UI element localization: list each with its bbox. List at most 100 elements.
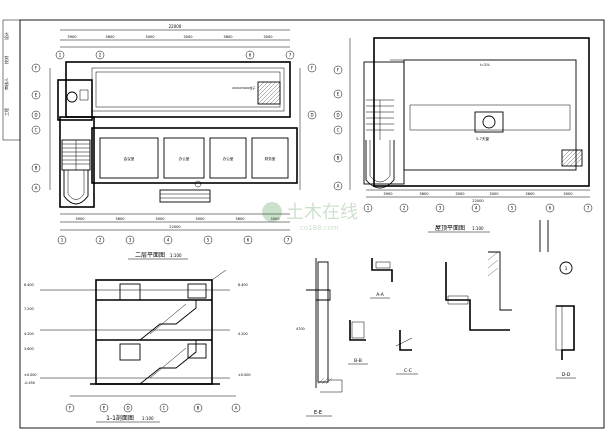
rp-dim: 3000	[455, 192, 465, 196]
sec-axis: D	[126, 406, 129, 411]
fp-rooms: 会议室 办公室 办公室 财务室	[99, 137, 289, 179]
title-strip	[2, 19, 21, 141]
watermark-main: 土木在线	[286, 202, 358, 223]
rp-total: 22000	[472, 199, 484, 203]
sec-axis: F	[69, 406, 72, 411]
fp-room-label: 财务室	[265, 156, 276, 161]
svg-text:D: D	[310, 113, 313, 118]
fp-bottom-dim: 3000	[195, 217, 205, 221]
sec-level: 8.400	[24, 283, 34, 287]
watermark-sub: co188.com	[300, 224, 339, 232]
sec-axis: C	[163, 406, 166, 411]
sec-level: 4.200	[24, 332, 34, 336]
svg-text:F: F	[311, 66, 314, 71]
fp-title: 二层平面图	[135, 252, 165, 259]
detail-aa: A-A	[370, 258, 393, 299]
fp-axis-left: A	[35, 186, 38, 191]
fp-top-dim: 3000	[183, 35, 193, 39]
fp-top-dim: 3000	[145, 35, 155, 39]
fp-bottom-dim: 3600	[235, 217, 245, 221]
fp-top-total: 22000	[169, 24, 182, 29]
side-label-4: 工程	[3, 108, 9, 116]
fp-axis-bottom: 1	[61, 238, 64, 243]
sec-axis: A	[235, 406, 238, 411]
fp-axis-left: B	[35, 166, 38, 171]
detail-cc: C-C	[395, 330, 418, 375]
side-label-3: 审核人	[3, 78, 9, 90]
fp-top-dim: 3000	[263, 35, 273, 39]
fp-stair	[61, 139, 91, 205]
bb-title: B-B	[354, 358, 362, 364]
details: 4700 E-E B-B A-A C-C	[296, 220, 576, 417]
sheet-border	[19, 19, 605, 429]
detail-dd: 1 D-D	[539, 220, 576, 379]
fp-axis-left: E	[35, 93, 38, 98]
rp-axis-left: E	[337, 92, 340, 97]
rp-dim: 3000	[489, 192, 499, 196]
fp-room-label: 办公室	[223, 156, 234, 161]
rp-axis-left: A	[337, 184, 340, 189]
fp-bottom-dim: 3000	[155, 217, 165, 221]
cc-title: C-C	[404, 368, 412, 374]
fp-top-dim: 3900	[67, 35, 77, 39]
sec-axis: B	[197, 406, 200, 411]
fp-note: 2000X3000柱子	[232, 85, 255, 90]
section-1-1: 8.400 7.200 4.200 3.600 ±0.000 -0.450 8.…	[24, 269, 251, 423]
rp-axis-bottom: 5	[511, 206, 514, 211]
rp-axis-bottom: 4	[475, 206, 478, 211]
rp-title: 屋顶平面图	[435, 225, 465, 232]
aa-title: A-A	[376, 292, 385, 298]
rp-axis-bottom: 7	[587, 206, 590, 211]
rp-axis-left: F	[337, 68, 340, 73]
side-labels: 设计 校对 审核人 工程	[3, 32, 9, 116]
fp-axis-left: D	[34, 113, 37, 118]
ee-title: E-E	[314, 410, 322, 416]
watermark: 土木在线 co188.com	[262, 202, 358, 232]
rp-scale: 1:100	[472, 226, 484, 231]
fp-bottom-dim: 3600	[115, 217, 125, 221]
fp-axis-bottom: 7	[287, 238, 290, 243]
sec-level: -0.450	[24, 381, 35, 385]
fp-axis-top: 2	[99, 53, 102, 58]
roof-plan: 5-7天窗 I=2% F E D C B A 3900 3600 300	[333, 37, 593, 233]
rp-dim: 3900	[383, 192, 393, 196]
rp-axis-left: B	[337, 156, 340, 161]
fp-bottom-dim: 3000	[270, 217, 280, 221]
detail-ee: 4700 E-E	[296, 258, 343, 417]
sec-level: ±0.000	[24, 373, 37, 377]
stair-hatch	[257, 81, 281, 105]
fp-axis-top: 7	[289, 53, 292, 58]
rp-dim: 3600	[419, 192, 429, 196]
rp-hatch	[561, 149, 583, 167]
rp-axis-bottom: 1	[367, 206, 370, 211]
dd-circle: 1	[565, 266, 568, 272]
fp-axis-top: 6	[249, 53, 252, 58]
fp-room-label: 会议室	[124, 156, 135, 161]
side-label-1: 设计	[3, 32, 9, 40]
fp-axis-left: F	[35, 66, 38, 71]
sec-level: 7.200	[24, 307, 34, 311]
fp-bottom-total: 22000	[169, 225, 181, 229]
fp-scale: 1:100	[170, 253, 182, 258]
rp-axis-bottom: 6	[549, 206, 552, 211]
rp-axis-bottom: 3	[439, 206, 442, 211]
detail-cornice	[445, 251, 512, 331]
fp-axis-left: C	[35, 128, 38, 133]
svg-text:±0.000: ±0.000	[238, 373, 251, 377]
fp-bottom-dim: 3900	[75, 217, 85, 221]
svg-text:4.200: 4.200	[238, 332, 248, 336]
fp-axis-bottom: 4	[167, 238, 170, 243]
side-label-2: 校对	[3, 56, 9, 64]
svg-text:8.400: 8.400	[238, 283, 248, 287]
rp-detail-label: 5-7天窗	[476, 136, 489, 141]
rp-axis-left: C	[337, 128, 340, 133]
fp-axis-top: 1	[59, 53, 62, 58]
rp-dim: 3000	[563, 192, 573, 196]
rp-stair-treads	[366, 99, 394, 140]
dd-title: D-D	[562, 372, 571, 378]
fp-top-dim: 3600	[223, 35, 233, 39]
sec-scale: 1:100	[142, 416, 154, 421]
detail-bb: B-B	[348, 320, 368, 365]
fp-axis-bottom: 3	[129, 238, 132, 243]
